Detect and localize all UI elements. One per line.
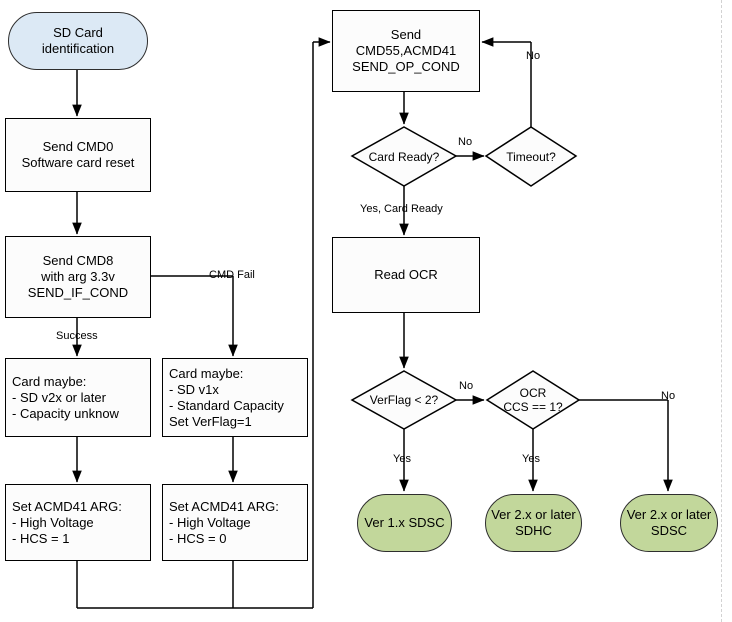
decision-card-ready-label: Card Ready?: [368, 149, 440, 164]
decision-ocr-ccs-label: OCR CCS == 1?: [503, 386, 563, 414]
node-set-acmd41-arg-hcs1[interactable]: Set ACMD41 ARG: - High Voltage - HCS = 1: [5, 484, 151, 561]
node-send-cmd8[interactable]: Send CMD8 with arg 3.3v SEND_IF_COND: [5, 236, 151, 318]
node-terminal-ver1x-sdsc[interactable]: Ver 1.x SDSC: [357, 494, 452, 552]
node-decision-card-ready[interactable]: Card Ready?: [352, 127, 456, 186]
node-terminal-ver2x-sdhc[interactable]: Ver 2.x or later SDHC: [485, 494, 582, 552]
node-decision-ocr-ccs[interactable]: OCR CCS == 1?: [487, 371, 579, 429]
node-decision-timeout[interactable]: Timeout?: [486, 127, 576, 186]
edge-label-card-ready-no: No: [458, 136, 473, 148]
edge-label-ocr-ccs-yes: Yes: [522, 453, 540, 465]
node-card-maybe-v1x[interactable]: Card maybe: - SD v1x - Standard Capacity…: [162, 358, 308, 437]
node-send-cmd55-acmd41-send-op-cond[interactable]: Send CMD55,ACMD41 SEND_OP_COND: [332, 10, 480, 92]
edge-label-ocr-ccs-no: No: [661, 390, 676, 402]
edge-label-cmd-fail: CMD Fail: [209, 269, 255, 281]
page-break-guide: [721, 0, 722, 622]
node-decision-verflag[interactable]: VerFlag < 2?: [352, 371, 456, 429]
decision-timeout-label: Timeout?: [506, 149, 556, 164]
node-set-acmd41-arg-hcs0[interactable]: Set ACMD41 ARG: - High Voltage - HCS = 0: [162, 484, 308, 561]
edge-label-success: Success: [56, 330, 98, 342]
edge-label-yes-card-ready: Yes, Card Ready: [360, 203, 443, 215]
edge-label-verflag-yes: Yes: [393, 453, 411, 465]
edge-label-verflag-no: No: [459, 380, 474, 392]
decision-verflag-label: VerFlag < 2?: [369, 393, 439, 407]
edge-label-timeout-no: No: [526, 50, 541, 62]
node-card-maybe-v2x[interactable]: Card maybe: - SD v2x or later - Capacity…: [5, 358, 151, 437]
node-start-sd-card-identification[interactable]: SD Card identification: [8, 12, 148, 70]
node-terminal-ver2x-sdsc[interactable]: Ver 2.x or later SDSC: [620, 494, 718, 552]
node-read-ocr[interactable]: Read OCR: [332, 237, 480, 313]
node-send-cmd0[interactable]: Send CMD0 Software card reset: [5, 118, 151, 192]
